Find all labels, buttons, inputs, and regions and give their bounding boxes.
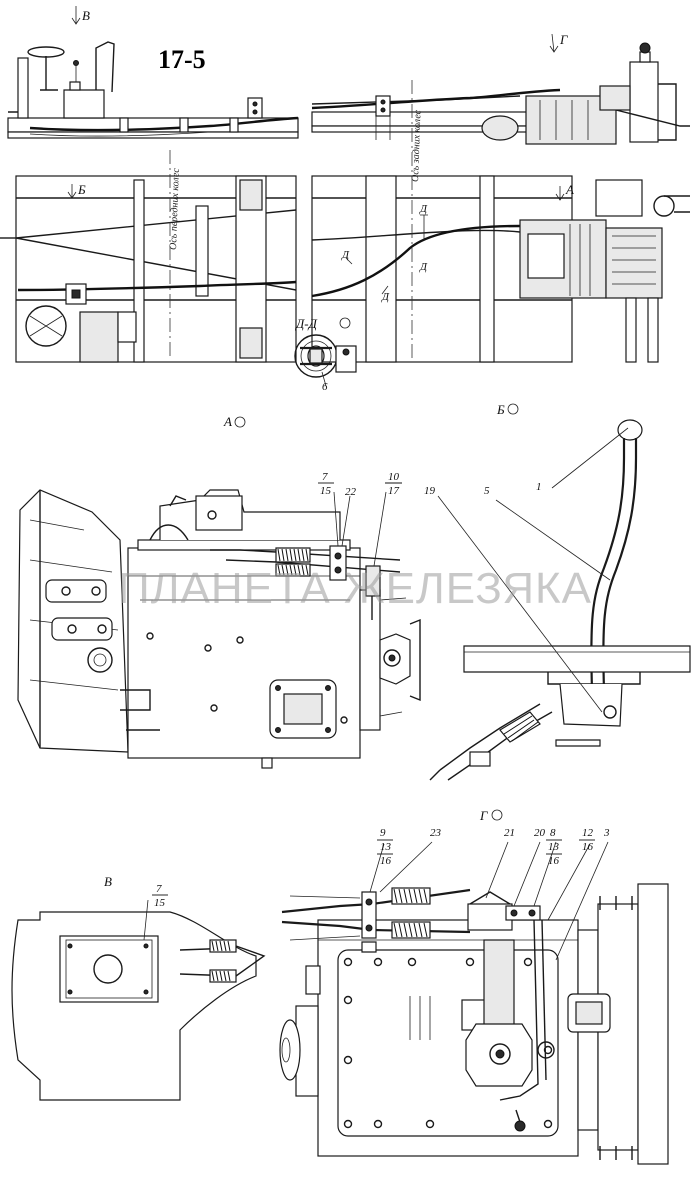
callout-20: 20 xyxy=(534,827,546,839)
detail-dd-title: Д-Д xyxy=(294,316,318,331)
section-d-mid: Д xyxy=(419,261,428,273)
callout-3: 3 xyxy=(603,827,610,839)
view-arrow-b: Б xyxy=(77,182,86,197)
callout-16-right: 16 xyxy=(582,841,594,853)
view-arrow-v: В xyxy=(82,8,90,23)
rear-axle-label: Ось задних колес xyxy=(410,109,424,182)
callout-1: 1 xyxy=(536,481,542,493)
view-arrow-a: А xyxy=(565,182,574,197)
callout-12: 12 xyxy=(582,827,594,839)
section-d-top: Д xyxy=(419,203,428,215)
callout-9: 9 xyxy=(380,827,386,839)
callout-15-v: 15 xyxy=(154,897,166,909)
callout-7-a: 7 xyxy=(322,471,328,483)
view-a-title: А xyxy=(223,414,232,429)
callout-10: 10 xyxy=(388,471,400,483)
callout-8: 8 xyxy=(550,827,556,839)
callout-16-mid: 16 xyxy=(548,855,560,867)
callout-19: 19 xyxy=(424,485,436,497)
callout-15-a: 15 xyxy=(320,485,332,497)
callout-21: 21 xyxy=(504,827,515,839)
view-g-gearbox-top xyxy=(279,841,669,1165)
section-d-bottom: Д xyxy=(381,291,390,303)
callout-7-v: 7 xyxy=(156,883,162,895)
labels: 17-5 В Г Б А Д Д Д Д Ось передних колес … xyxy=(67,6,610,909)
view-a-gearbox-side xyxy=(17,489,421,769)
callout-22: 22 xyxy=(345,486,357,498)
detail-d-d xyxy=(294,334,357,387)
chassis-side-view xyxy=(7,41,690,145)
view-v-title: В xyxy=(104,874,112,889)
watermark: ПЛАНЕТА ЖЕЛЕЗЯКА xyxy=(118,564,592,613)
callout-13-right: 13 xyxy=(548,841,560,853)
callout-16-left: 16 xyxy=(380,855,392,867)
callout-17: 17 xyxy=(388,485,400,497)
chassis-top-view xyxy=(0,175,690,363)
callout-13-left: 13 xyxy=(380,841,392,853)
view-b-title: Б xyxy=(496,402,505,417)
view-b-shift-lever xyxy=(429,419,691,781)
callout-6: 6 xyxy=(322,381,328,393)
callout-23: 23 xyxy=(430,827,442,839)
view-g-title: Г xyxy=(479,808,488,823)
figure-number: 17-5 xyxy=(158,45,206,74)
callout-5: 5 xyxy=(484,485,490,497)
view-arrow-g: Г xyxy=(559,32,568,47)
section-d-left: Д xyxy=(341,249,350,261)
view-v-fragment xyxy=(11,899,266,1101)
front-axle-label: Ось передних колес xyxy=(168,168,182,251)
